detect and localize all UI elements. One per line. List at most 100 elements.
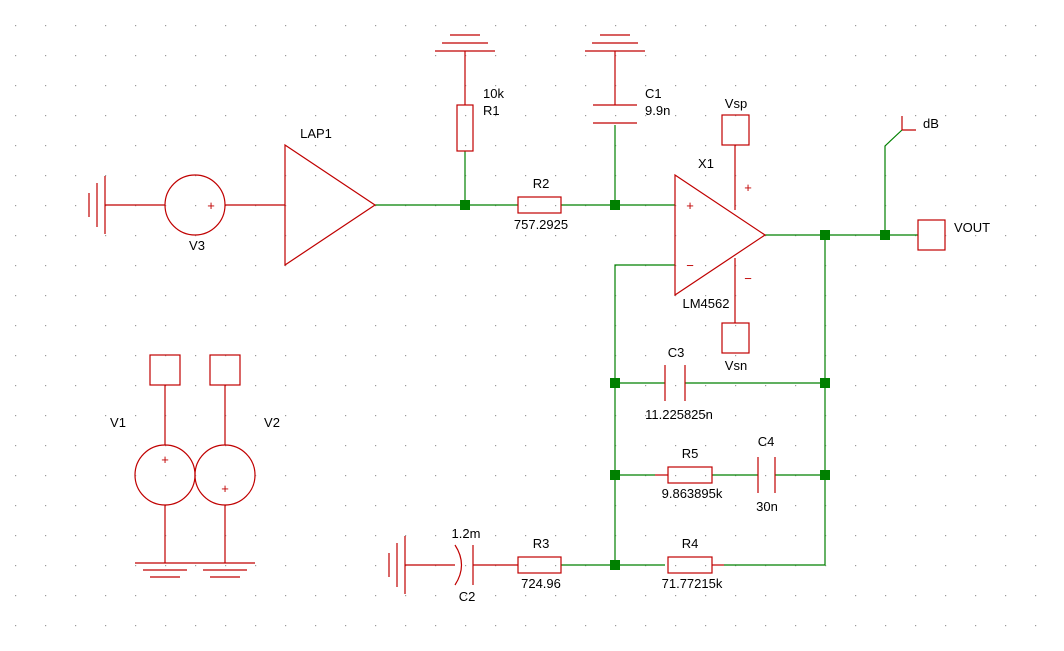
grid-dot <box>765 55 767 57</box>
opamp-minus-input-mark: − <box>686 258 694 273</box>
grid-dot <box>75 25 77 27</box>
vsp-terminal[interactable]: Vsp <box>721 96 750 146</box>
grid-dot <box>225 145 227 147</box>
grid-dot <box>465 475 467 477</box>
grid-dot <box>255 385 257 387</box>
grid-dot <box>405 205 407 207</box>
grid-dot <box>315 325 317 327</box>
grid-dot <box>975 625 977 627</box>
grid-dot <box>345 55 347 57</box>
grid-dot <box>795 175 797 177</box>
grid-dot <box>465 625 467 627</box>
c4-capacitor[interactable]: C4 30n <box>756 434 778 514</box>
grid-dot <box>645 295 647 297</box>
grid-dot <box>75 145 77 147</box>
grid-dot <box>795 385 797 387</box>
junction <box>610 378 620 388</box>
grid-dot <box>75 325 77 327</box>
r3-resistor[interactable]: R3 724.96 <box>517 536 562 591</box>
r4-resistor[interactable]: R4 71.77215k <box>662 536 724 591</box>
grid-dot <box>1035 595 1037 597</box>
grid-dot <box>915 235 917 237</box>
db-probe[interactable]: dB <box>901 116 939 131</box>
r5-resistor[interactable]: R5 9.863895k <box>655 446 723 501</box>
grid-dot <box>195 415 197 417</box>
grid-dot <box>375 505 377 507</box>
v2-ref-label: V2 <box>264 415 280 430</box>
grid-dot <box>405 175 407 177</box>
v3-ref-label: V3 <box>189 238 205 253</box>
grid-dot <box>855 565 857 567</box>
grid-dot <box>405 85 407 87</box>
grid-dot <box>15 265 17 267</box>
grid-dot <box>1005 25 1007 27</box>
junction <box>820 378 830 388</box>
grid-dot <box>1005 565 1007 567</box>
grid-dot <box>105 505 107 507</box>
c1-capacitor[interactable]: C1 9.9n <box>585 34 670 124</box>
grid-dot <box>135 175 137 177</box>
grid-dot <box>705 145 707 147</box>
terminal-box <box>209 354 241 386</box>
r1-resistor[interactable]: 10k R1 <box>435 34 504 152</box>
grid-dot <box>855 145 857 147</box>
wire-db-probe <box>884 129 903 235</box>
grid-dot <box>405 355 407 357</box>
grid-dot <box>405 385 407 387</box>
grid-dot <box>885 565 887 567</box>
grid-dot <box>1035 145 1037 147</box>
grid-dot <box>555 175 557 177</box>
grid-dot <box>375 325 377 327</box>
vout-terminal[interactable]: VOUT <box>917 219 990 251</box>
grid-dot <box>915 295 917 297</box>
grid-dot <box>255 85 257 87</box>
grid-dot <box>435 625 437 627</box>
grid-dot <box>75 115 77 117</box>
grid-dot <box>345 145 347 147</box>
grid-dot <box>1005 385 1007 387</box>
lap1-amplifier[interactable]: LAP1 <box>284 126 377 267</box>
grid-dot <box>105 115 107 117</box>
grid-dot <box>735 445 737 447</box>
c2-capacitor[interactable]: 1.2m C2 <box>388 526 518 604</box>
v3-source[interactable]: + V3 <box>88 174 285 253</box>
grid-dot <box>435 505 437 507</box>
grid-dot <box>855 325 857 327</box>
v2-source[interactable]: + V2 <box>194 354 280 578</box>
r1-ref-label: R1 <box>483 103 500 118</box>
grid-dot <box>555 205 557 207</box>
resistor-body <box>517 196 562 214</box>
grid-dot <box>495 295 497 297</box>
grid-dot <box>975 55 977 57</box>
grid-dot <box>105 565 107 567</box>
junctions <box>460 200 890 570</box>
grid-dot <box>705 385 707 387</box>
r2-resistor[interactable]: R2 757.2925 <box>514 176 568 232</box>
grid-dot <box>135 85 137 87</box>
grid-dot <box>705 445 707 447</box>
grid-dot <box>1005 355 1007 357</box>
grid-dot <box>555 445 557 447</box>
grid-dot <box>495 55 497 57</box>
grid-dot <box>555 595 557 597</box>
grid-dot <box>675 535 677 537</box>
grid-dot <box>135 625 137 627</box>
grid-dot <box>165 175 167 177</box>
c3-capacitor[interactable]: C3 11.225825n <box>645 345 713 422</box>
grid-dot <box>105 325 107 327</box>
x1-opamp[interactable]: + − + − X1 LM4562 <box>674 145 767 323</box>
grid-dot <box>15 145 17 147</box>
grid-dot <box>765 415 767 417</box>
grid-dot <box>1005 115 1007 117</box>
grid-dot <box>345 415 347 417</box>
grid-dot <box>1035 535 1037 537</box>
v1-source[interactable]: + V1 <box>110 354 196 578</box>
vsn-terminal[interactable]: Vsn <box>721 322 750 373</box>
grid-dot <box>285 475 287 477</box>
grid-dot <box>645 55 647 57</box>
grid-dot <box>315 115 317 117</box>
grid-dot <box>135 535 137 537</box>
grid-dot <box>15 355 17 357</box>
grid-dot <box>705 565 707 567</box>
grid-dot <box>705 535 707 537</box>
